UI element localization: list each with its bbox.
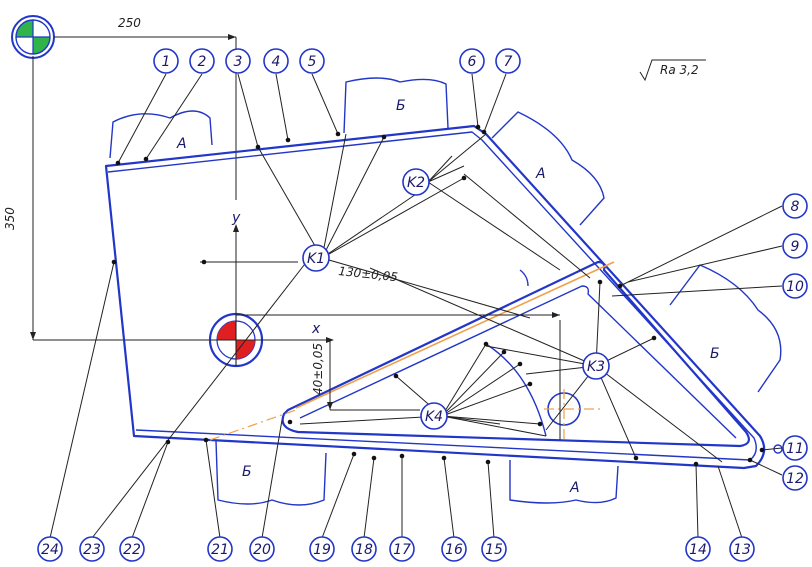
clamp-k3-label: K3 [587, 359, 605, 375]
position-balloon: 5 [299, 48, 325, 74]
zone-label: Б [242, 464, 252, 480]
y-axis-label: y [231, 210, 241, 226]
position-balloon: 6 [459, 48, 485, 74]
position-number: 21 [211, 542, 229, 558]
position-number: 6 [468, 54, 477, 70]
zone-label: Б [710, 346, 720, 362]
position-balloon: 4 [263, 48, 289, 74]
dimension-250: 250 [54, 16, 237, 200]
dimension-250-text: 250 [118, 16, 141, 30]
clamp-k4-label: K4 [425, 409, 443, 425]
roughness-symbol-icon: Ra 3,2 [639, 59, 706, 82]
position-balloon: 10 [782, 273, 808, 299]
position-balloon: 7 [495, 48, 521, 74]
clamp-k4: K4 [420, 402, 448, 430]
zone-label: Б [396, 98, 406, 114]
position-number: 10 [786, 279, 804, 295]
dimension-40-text: 40±0,05 [311, 343, 325, 395]
position-balloon: 20 [249, 536, 275, 562]
position-number: 17 [393, 542, 411, 558]
position-number: 2 [198, 54, 207, 70]
position-balloon: 19 [309, 536, 335, 562]
position-balloon: 16 [441, 536, 467, 562]
position-balloon: 8 [782, 193, 808, 219]
position-number: 20 [253, 542, 271, 558]
position-balloon: 12 [782, 465, 808, 491]
position-balloon: 21 [207, 536, 233, 562]
position-number: 7 [504, 54, 513, 70]
position-number: 13 [733, 542, 751, 558]
position-number: 1 [162, 54, 171, 70]
position-number: 4 [272, 54, 281, 70]
position-balloon: 1 [153, 48, 179, 74]
clamp-k1-label: K1 [307, 251, 325, 267]
axes: y x [231, 210, 334, 343]
position-number: 16 [445, 542, 463, 558]
position-balloon: 18 [351, 536, 377, 562]
position-number: 18 [355, 542, 373, 558]
position-balloon: 13 [729, 536, 755, 562]
position-number: 12 [786, 471, 804, 487]
clamp-k2-label: K2 [407, 175, 425, 191]
position-number: 24 [41, 542, 59, 558]
position-number: 9 [791, 239, 800, 255]
position-number: 8 [791, 199, 800, 215]
position-balloon: 23 [79, 536, 105, 562]
zone-label: A [535, 166, 546, 182]
zone-label: A [176, 136, 187, 152]
position-balloon: 9 [782, 233, 808, 259]
roughness-text: Ra 3,2 [660, 63, 699, 77]
position-balloons: 1 2 3 4 5 6 7 8 9 10 11 12 13 14 15 16 1… [37, 48, 808, 562]
position-number: 3 [234, 54, 243, 70]
position-balloon: 24 [37, 536, 63, 562]
position-balloon: 2 [189, 48, 215, 74]
position-number: 19 [313, 542, 331, 558]
position-number: 5 [308, 54, 317, 70]
clamp-shapes [109, 77, 782, 506]
dimension-350: 350 [3, 56, 222, 341]
position-number: 11 [786, 441, 804, 457]
dimension-130-text: 130±0,05 [338, 264, 399, 284]
clamp-k3: K3 [582, 352, 610, 380]
position-number: 14 [689, 542, 707, 558]
position-number: 15 [485, 542, 503, 558]
dimension-40: 40±0,05 [311, 340, 420, 411]
base-datum-green-icon [11, 15, 55, 59]
zone-label: A [569, 480, 580, 496]
x-axis-label: x [311, 321, 321, 337]
dimension-350-text: 350 [3, 207, 17, 230]
base-datum-red-icon [208, 312, 264, 368]
clamp-force-lines [257, 133, 723, 463]
contact-points [111, 124, 765, 467]
position-balloon: 14 [685, 536, 711, 562]
leader-lines [49, 73, 783, 539]
position-balloon: 11 [782, 435, 808, 461]
clamp-k1: K1 [302, 244, 330, 272]
clamp-k2: K2 [402, 168, 430, 196]
position-number: 22 [123, 542, 141, 558]
position-balloon: 22 [119, 536, 145, 562]
construction-lines [209, 261, 615, 441]
position-balloon: 15 [481, 536, 507, 562]
position-balloon: 17 [389, 536, 415, 562]
position-balloon: 3 [225, 48, 251, 74]
dimension-130: 130±0,05 [236, 264, 560, 318]
position-number: 23 [83, 542, 101, 558]
